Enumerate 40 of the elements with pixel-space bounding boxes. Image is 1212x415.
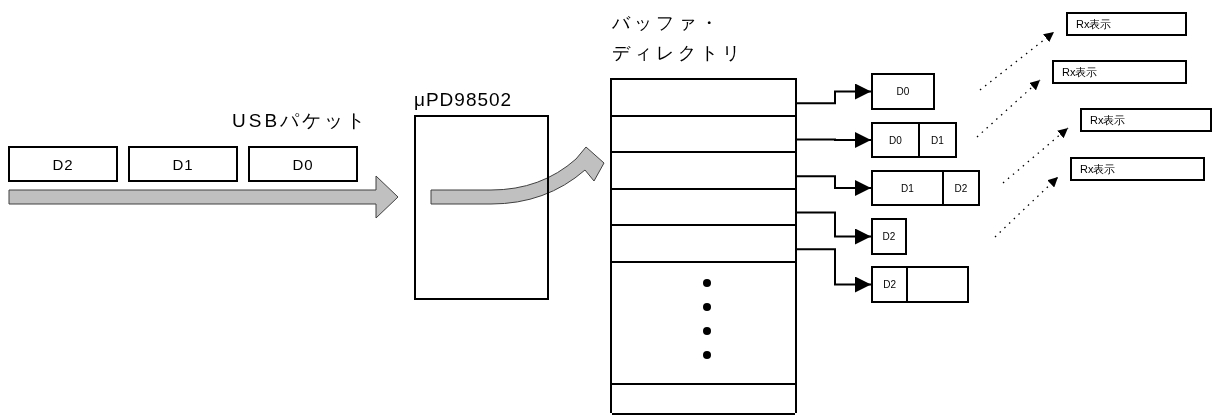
dotted-arrow — [979, 31, 1055, 91]
display-label: Rx表示 — [1062, 64, 1098, 80]
arrow — [796, 211, 872, 245]
data-label: D1 — [900, 182, 914, 194]
flow-arrow — [8, 175, 399, 219]
display-label: Rx表示 — [1076, 16, 1112, 32]
data-label: D0 — [896, 86, 910, 97]
data-label: D1 — [172, 155, 194, 173]
arrow — [796, 248, 872, 293]
buffer-box — [871, 266, 969, 303]
data-label: D2 — [882, 231, 896, 242]
data-label: D0 — [292, 155, 314, 173]
data-label: D2 — [954, 182, 968, 194]
buffer-box — [871, 73, 935, 110]
table-heading: バッファ・ディレクトリ — [612, 12, 745, 65]
display-box — [1070, 157, 1205, 181]
arrow — [796, 132, 872, 148]
data-label: D0 — [889, 134, 902, 146]
packet-box — [248, 146, 358, 182]
display-box — [1066, 12, 1187, 36]
dotted-arrow — [1002, 127, 1069, 184]
data-label: D2 — [883, 279, 897, 290]
display-label: Rx表示 — [1080, 161, 1116, 177]
dotted-arrow — [976, 79, 1041, 138]
dotted-arrow — [994, 176, 1059, 238]
display-box — [1080, 108, 1212, 132]
flow-arrow — [430, 146, 605, 205]
buffer-box — [871, 170, 980, 206]
display-label: Rx表示 — [1090, 112, 1126, 128]
buffer-box — [871, 218, 907, 255]
arrow — [796, 175, 872, 196]
data-label: D2 — [52, 155, 74, 173]
display-box — [1052, 60, 1187, 84]
buffer-box — [871, 122, 957, 158]
packet-box — [128, 146, 238, 182]
chip-name: μPD98502 — [414, 89, 513, 111]
packet-caption: USBパケット — [232, 109, 369, 133]
data-label: D1 — [931, 134, 944, 146]
packet-box — [8, 146, 118, 182]
arrow — [796, 83, 872, 105]
